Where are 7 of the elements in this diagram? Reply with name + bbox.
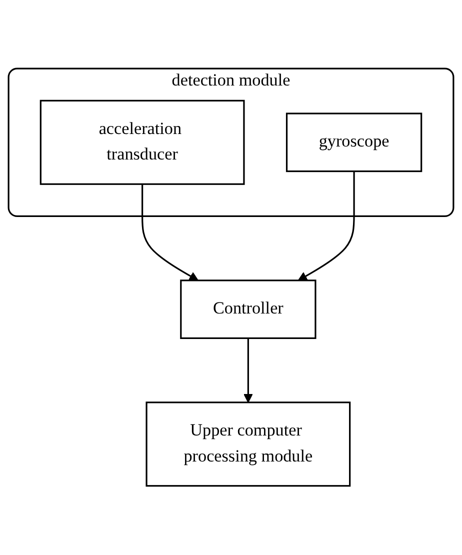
arrow xyxy=(142,184,198,282)
node-box: Upper computer processing module xyxy=(146,402,351,487)
node-box: Controller xyxy=(180,280,316,340)
arrow xyxy=(298,172,355,282)
node-box: acceleration transducer xyxy=(40,100,245,186)
arrow xyxy=(243,338,253,404)
node-box: gyroscope xyxy=(286,112,422,172)
